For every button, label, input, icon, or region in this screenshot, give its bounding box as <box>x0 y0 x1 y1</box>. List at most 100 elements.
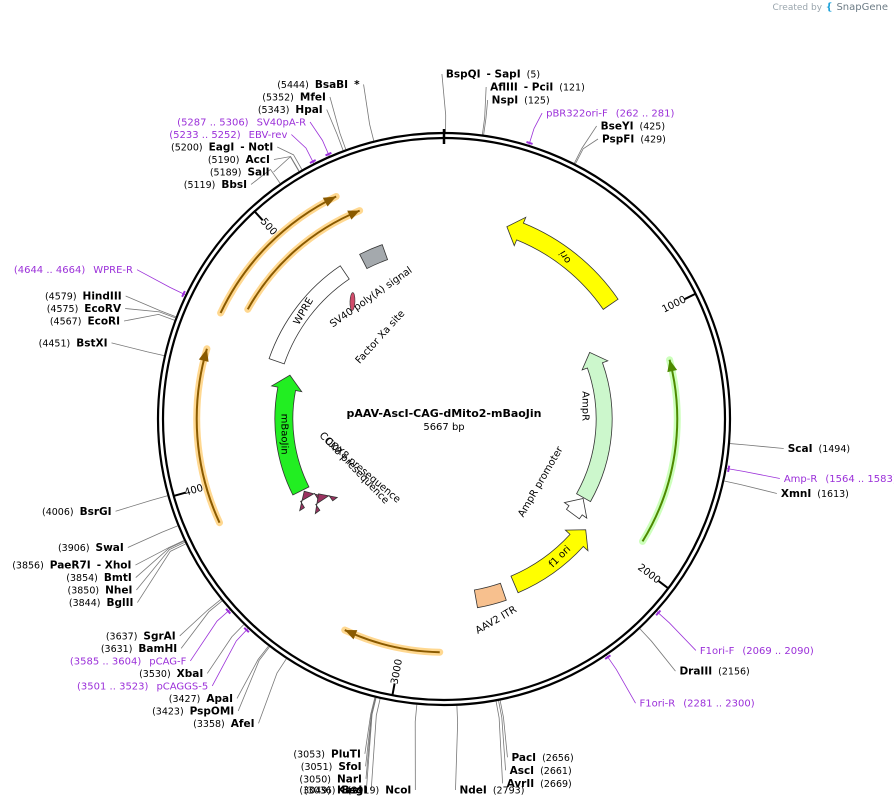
enzyme-label-bstxi[interactable]: (4451)BstXI <box>39 337 108 349</box>
enzyme-label-apai[interactable]: (3427)ApaI <box>169 693 233 705</box>
enzyme-label-ecori[interactable]: (4567) EcoRI <box>50 316 120 328</box>
enzyme-label-afliii[interactable]: AflIII- PciI(121) <box>490 82 585 94</box>
enzyme-label-xbai[interactable]: (3530)XbaI <box>139 668 203 680</box>
enzyme-position: (3906) <box>58 543 90 554</box>
leader-line <box>606 655 636 704</box>
enzyme-label-bamhi[interactable]: (3631)BamHI <box>101 643 177 655</box>
enzyme-name: EcoRV <box>84 303 122 315</box>
feature-ampr-promoter: AmpR promoter <box>516 444 588 520</box>
enzyme-label-avrii[interactable]: AvrII(2669) <box>507 778 572 790</box>
enzyme-position: (3049) <box>299 786 331 797</box>
enzyme-name: NcoI <box>385 785 411 797</box>
primer-name: pBR322ori-F <box>546 109 608 120</box>
enzyme-extra: - NotI <box>240 141 273 153</box>
leader-line <box>481 86 487 135</box>
enzyme-label-bsabi[interactable]: (5444)BsaBI* <box>277 79 360 91</box>
enzyme-label-paci[interactable]: PacI(2656) <box>511 752 573 764</box>
enzyme-position: (4567) <box>50 317 82 328</box>
enzyme-label-bseyi[interactable]: BseYI(425) <box>601 121 665 133</box>
enzyme-label-nspi[interactable]: NspI(125) <box>492 95 550 107</box>
ampr-arrow <box>575 351 613 503</box>
enzyme-label-acci[interactable]: (5190)AccI <box>208 154 270 166</box>
feature-ori: ori <box>506 216 619 310</box>
enzyme-label-paer7i[interactable]: (3856)PaeR7I- XhoI <box>12 560 131 572</box>
ampr-promoter-label: AmpR promoter <box>516 444 566 519</box>
enzyme-label-draiii[interactable]: DraIII(2156) <box>679 666 749 678</box>
enzyme-label-bbsi[interactable]: (5119)BbsI <box>184 179 247 191</box>
feature-aav2-itr: AAV2 ITR <box>474 582 519 637</box>
enzyme-label-swai[interactable]: (3906)SwaI <box>58 542 124 554</box>
enzyme-label-pspomi[interactable]: (3423)PspOMI <box>152 705 234 717</box>
enzyme-position: (125) <box>524 96 550 107</box>
primer-label-pcag-f[interactable]: (3585 .. 3604)pCAG-F <box>70 656 187 667</box>
enzyme-position: (4579) <box>45 292 77 303</box>
enzyme-position: (2669) <box>540 779 572 790</box>
enzyme-label-kasi[interactable]: (3049)KasI <box>299 785 362 797</box>
leader-line <box>136 269 186 296</box>
snapgene-logo-icon: ❴ <box>825 2 834 13</box>
leader-line <box>370 698 381 791</box>
enzyme-name: HindIII <box>83 291 122 303</box>
leader-line <box>273 156 300 172</box>
enzyme-label-bsrgi[interactable]: (4006)BsrGI <box>42 506 112 518</box>
created-by-text: Created by <box>772 2 823 13</box>
primer-label-sv40pa-r[interactable]: (5287 .. 5306)SV40pA-R <box>177 117 306 128</box>
enzyme-label-ndei[interactable]: NdeI(2793) <box>459 785 524 797</box>
enzyme-name: XmnI <box>781 488 811 500</box>
primer-label-f1ori-r[interactable]: F1ori-R(2281 .. 2300) <box>640 699 755 710</box>
enzyme-position: (121) <box>559 83 585 94</box>
enzyme-label-ecorv[interactable]: (4575)EcoRV <box>47 303 122 315</box>
enzyme-label-xmni[interactable]: XmnI(1613) <box>781 488 849 500</box>
primer-label-wpre-r[interactable]: (4644 .. 4664)WPRE-R <box>14 265 133 276</box>
enzyme-label-hpai[interactable]: (5343)HpaI <box>258 104 323 116</box>
leader-lines <box>111 73 784 791</box>
primer-range: (5233 .. 5252) <box>169 130 241 141</box>
enzyme-label-nari[interactable]: (3050)NarI <box>299 773 362 785</box>
enzyme-label-bspqi[interactable]: BspQI- SapI(5) <box>446 69 540 81</box>
primer-label-ebv-rev[interactable]: (5233 .. 5252) EBV-rev <box>169 130 287 141</box>
enzyme-name: EcoRI <box>87 316 120 328</box>
enzyme-label-ncoi[interactable]: (2919)NcoI <box>348 785 412 797</box>
enzyme-label-afei[interactable]: (3358)AfeI <box>193 718 254 730</box>
snapgene-branding: Created by ❴ SnapGene <box>773 2 888 13</box>
feature-cox8-presequence-2: COX8 presequence <box>314 436 402 515</box>
leader-line <box>364 697 376 754</box>
leader-line <box>498 700 506 771</box>
enzyme-label-eagi[interactable]: (5200)EagI- NotI <box>171 141 273 153</box>
primer-name: F1ori-F <box>700 646 735 657</box>
orange-arc-arrowhead <box>344 630 358 640</box>
enzyme-label-pluti[interactable]: (3053)PluTI <box>293 748 360 760</box>
enzyme-label-mfei[interactable]: (5352)MfeI <box>262 91 326 103</box>
primer-label-pbr322ori-f[interactable]: pBR322ori-F(262 .. 281) <box>546 109 674 120</box>
enzyme-label-asci[interactable]: AscI(2661) <box>510 765 572 777</box>
leader-line <box>309 121 330 157</box>
sv40-polya-box <box>359 244 389 270</box>
primer-label-amp-r[interactable]: Amp-R(1564 .. 1583) <box>784 474 894 485</box>
leader-line <box>135 540 185 566</box>
enzyme-label-pspfi[interactable]: PspFI(429) <box>602 134 666 146</box>
orange-arc <box>341 626 444 656</box>
leader-line <box>414 704 418 791</box>
feature-f1-ori: f1 ori <box>510 529 589 594</box>
enzyme-label-bglii[interactable]: (3844)BglII <box>69 597 134 609</box>
leader-line <box>441 73 447 133</box>
scale-tick <box>658 580 669 590</box>
enzyme-label-sfoi[interactable]: (3051)SfoI <box>301 761 362 773</box>
leader-line <box>639 628 676 672</box>
enzyme-label-scai[interactable]: ScaI(1494) <box>788 443 850 455</box>
enzyme-name: SfoI <box>338 761 361 773</box>
primer-label-f1ori-f[interactable]: F1ori-F(2069 .. 2090) <box>700 646 814 657</box>
enzyme-label-nhei[interactable]: (3850)NheI <box>68 585 133 597</box>
enzyme-position: (2793) <box>493 786 525 797</box>
enzyme-label-sgrai[interactable]: (3637)SgrAI <box>106 630 176 642</box>
primer-label-pcaggs-5[interactable]: (3501 .. 3523)pCAGGS-5 <box>77 681 208 692</box>
enzyme-label-bsgi[interactable]: (3036)BsgI <box>304 785 367 797</box>
enzyme-label-sali[interactable]: (5189)SalI <box>210 166 270 178</box>
enzyme-position: (3844) <box>69 598 101 609</box>
enzyme-label-hindiii[interactable]: (4579) HindIII <box>45 291 122 303</box>
enzyme-label-bmti[interactable]: (3854)BmtI <box>66 572 131 584</box>
primer-name: EBV-rev <box>249 130 288 141</box>
enzyme-name: BamHI <box>138 643 177 655</box>
leader-line <box>365 697 376 767</box>
